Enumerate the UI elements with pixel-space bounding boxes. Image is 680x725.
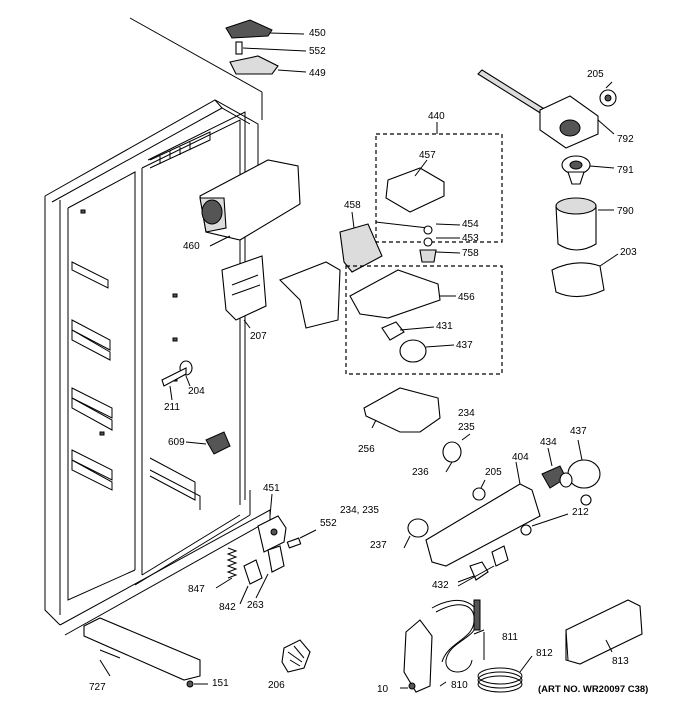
part-label-457: 457 [419,150,436,161]
part-label-212: 212 [572,507,589,518]
dispenser-lower-parts [403,439,601,587]
fresh-food-liner [44,17,271,636]
part-label-758: 758 [462,248,479,259]
bottom-hinge-parts [215,493,317,605]
part-label-552: 552 [309,46,326,57]
dispenser-housing [199,159,383,329]
part-label-460: 460 [183,241,200,252]
part-label-263: 263 [247,600,264,611]
left-small-parts [161,360,231,455]
water-filter-parts [477,69,619,298]
part-label-205: 205 [587,69,604,80]
part-label-727: 727 [89,682,106,693]
part-label-207: 207 [250,331,267,342]
part-label-791: 791 [617,165,634,176]
part-label-205-b: 205 [485,467,502,478]
part-label-204: 204 [188,386,205,397]
part-label-206: 206 [268,680,285,691]
part-label-842: 842 [219,602,236,613]
part-label-437: 437 [456,340,473,351]
part-label-235: 235 [458,422,475,433]
part-label-431: 431 [436,321,453,332]
art-number-caption: (ART NO. WR20097 C38) [538,684,649,695]
part-label-449: 449 [309,68,326,79]
part-label-256: 256 [358,444,375,455]
part-label-234-235: 234, 235 [340,505,379,516]
part-label-458: 458 [344,200,361,211]
part-label-792: 792 [617,134,634,145]
part-label-404: 404 [512,452,529,463]
part-label-432: 432 [432,580,449,591]
part-label-437-b: 437 [570,426,587,437]
bottom-parts [83,617,311,688]
part-label-236: 236 [412,467,429,478]
part-label-453: 453 [462,233,479,244]
part-label-456: 456 [458,292,475,303]
top-hinge-parts [225,19,307,75]
part-label-813: 813 [612,656,629,667]
part-label-812: 812 [536,648,553,659]
part-label-151: 151 [212,678,229,689]
part-label-847: 847 [188,584,205,595]
part-label-552-b: 552 [320,518,337,529]
part-label-450: 450 [309,28,326,39]
part-label-10: 10 [377,684,389,695]
part-label-237: 237 [370,540,387,551]
water-tubing-parts [400,599,643,693]
part-label-454: 454 [462,219,479,230]
part-label-811: 811 [502,632,518,643]
dispenser-front-parts [363,387,471,473]
part-label-234: 234 [458,408,475,419]
part-label-211: 211 [164,402,180,413]
part-label-609: 609 [168,437,185,448]
part-label-451: 451 [263,483,280,494]
part-label-440: 440 [428,111,445,122]
part-label-203: 203 [620,247,637,258]
assembly-440-group [345,122,503,375]
part-label-434: 434 [540,437,557,448]
part-label-810: 810 [451,680,468,691]
part-label-790: 790 [617,206,634,217]
